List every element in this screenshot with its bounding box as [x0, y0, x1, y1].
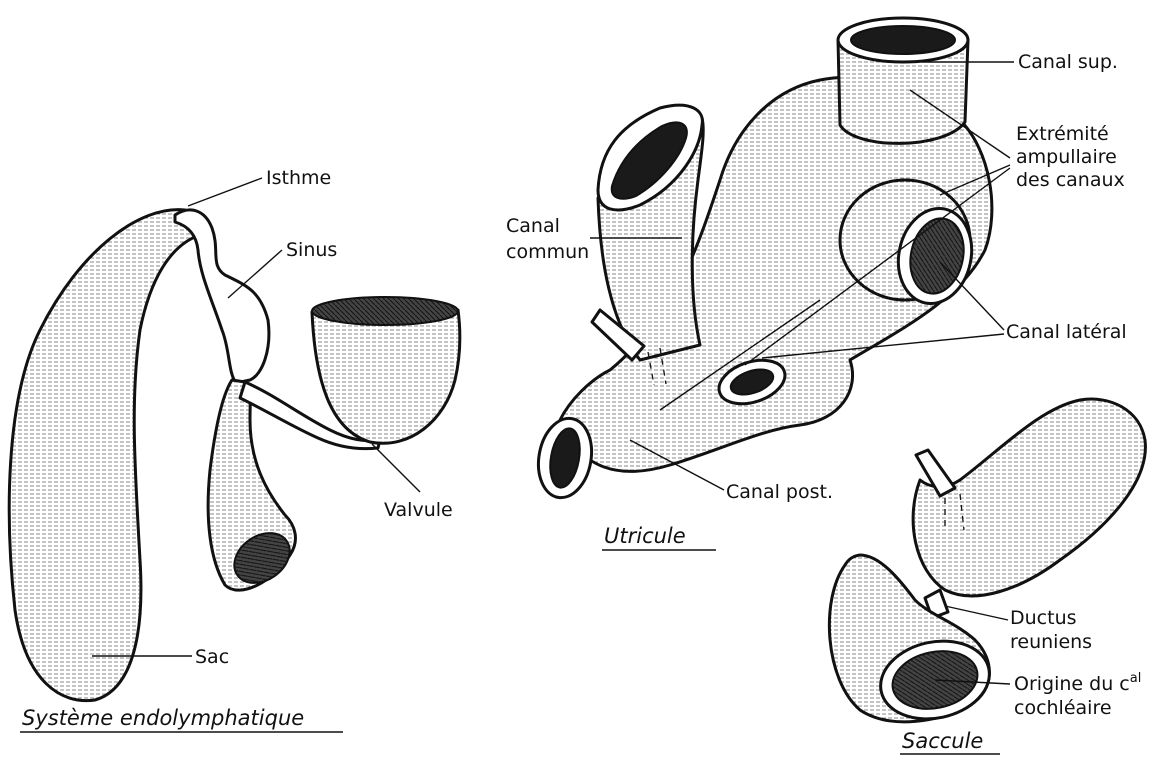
saccule-caption: Saccule — [902, 729, 983, 753]
valvule-leader — [372, 444, 420, 492]
canal-commun-label-line2: commun — [506, 241, 589, 263]
valvule-label: Valvule — [384, 499, 453, 521]
sinus-leader — [228, 250, 282, 298]
ductus-leader — [945, 606, 1008, 620]
origine-label-line2: cochléaire — [1014, 697, 1112, 719]
isthme-leader — [188, 178, 262, 206]
endolymphatic-caption: Système endolymphatique — [22, 706, 304, 730]
origine-label-main: Origine du c — [1014, 673, 1130, 695]
saccule-upper-shape — [913, 399, 1145, 596]
canal-sup-label: Canal sup. — [1018, 51, 1118, 73]
origine-label-superscript: al — [1130, 671, 1142, 686]
valve-cup-shape — [312, 310, 460, 443]
utricle-caption: Utricule — [604, 524, 686, 548]
sac-shape — [9, 210, 200, 701]
isthme-label: Isthme — [266, 167, 331, 189]
ductus-label-line2: reuniens — [1010, 631, 1092, 653]
extremite-label-line2: ampullaire — [1016, 146, 1117, 168]
sinus-label: Sinus — [286, 239, 337, 261]
endolymphatic-system-figure — [9, 210, 460, 701]
superior-canal-lumen — [851, 26, 955, 54]
canal-lateral-label: Canal latéral — [1006, 321, 1127, 343]
canal-commun-label-line1: Canal — [506, 215, 560, 237]
ductus-label-line1: Ductus — [1010, 607, 1077, 629]
extremite-label-line3: des canaux — [1016, 169, 1125, 191]
canal-post-label: Canal post. — [726, 481, 833, 503]
origine-label-line1: Origine du cal — [1014, 671, 1141, 695]
utricle-figure — [532, 18, 991, 502]
sac-label: Sac — [195, 646, 229, 668]
extremite-label-line1: Extrémité — [1016, 123, 1109, 145]
valve-cup-rim — [312, 297, 458, 325]
